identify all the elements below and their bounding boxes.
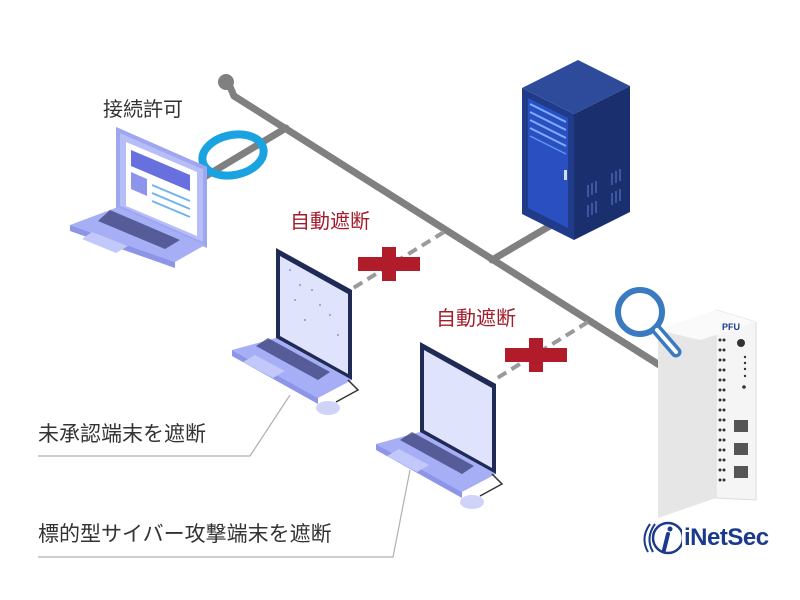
pfu-brand: PFU (722, 322, 740, 332)
lan-port (734, 420, 748, 432)
lan-port (734, 466, 748, 478)
label-block-targeted-attack: 標的型サイバー攻撃端末を遮断 (38, 522, 332, 546)
inetsec-logo-text: iNetSec (684, 524, 769, 551)
server-rack-icon (522, 60, 630, 240)
laptop-unauthorized (232, 248, 360, 415)
ring-icon (198, 130, 268, 180)
inetsec-appliance: PFU (658, 309, 757, 518)
leader-line-targeted (38, 469, 411, 558)
lan-port (734, 443, 748, 455)
label-auto-block: 自動遮断 (436, 306, 516, 330)
cross-icon (358, 247, 420, 281)
label-connection-allowed: 接続許可 (103, 97, 183, 121)
mouse-icon (460, 495, 484, 509)
inetsec-logo-mark-icon (643, 521, 682, 555)
magnifier-icon (615, 287, 682, 358)
label-block-unauthorized: 未承認端末を遮断 (38, 422, 206, 446)
laptop-allowed (70, 126, 207, 268)
mouse-icon (316, 401, 340, 415)
label-auto-block: 自動遮断 (290, 209, 370, 233)
inetsec-logo: iNetSec (640, 520, 769, 556)
backbone-end-node (218, 74, 234, 90)
leader-line-unauthorized (38, 394, 291, 457)
cross-icon (505, 338, 567, 372)
laptop-targeted-attack (376, 342, 504, 509)
